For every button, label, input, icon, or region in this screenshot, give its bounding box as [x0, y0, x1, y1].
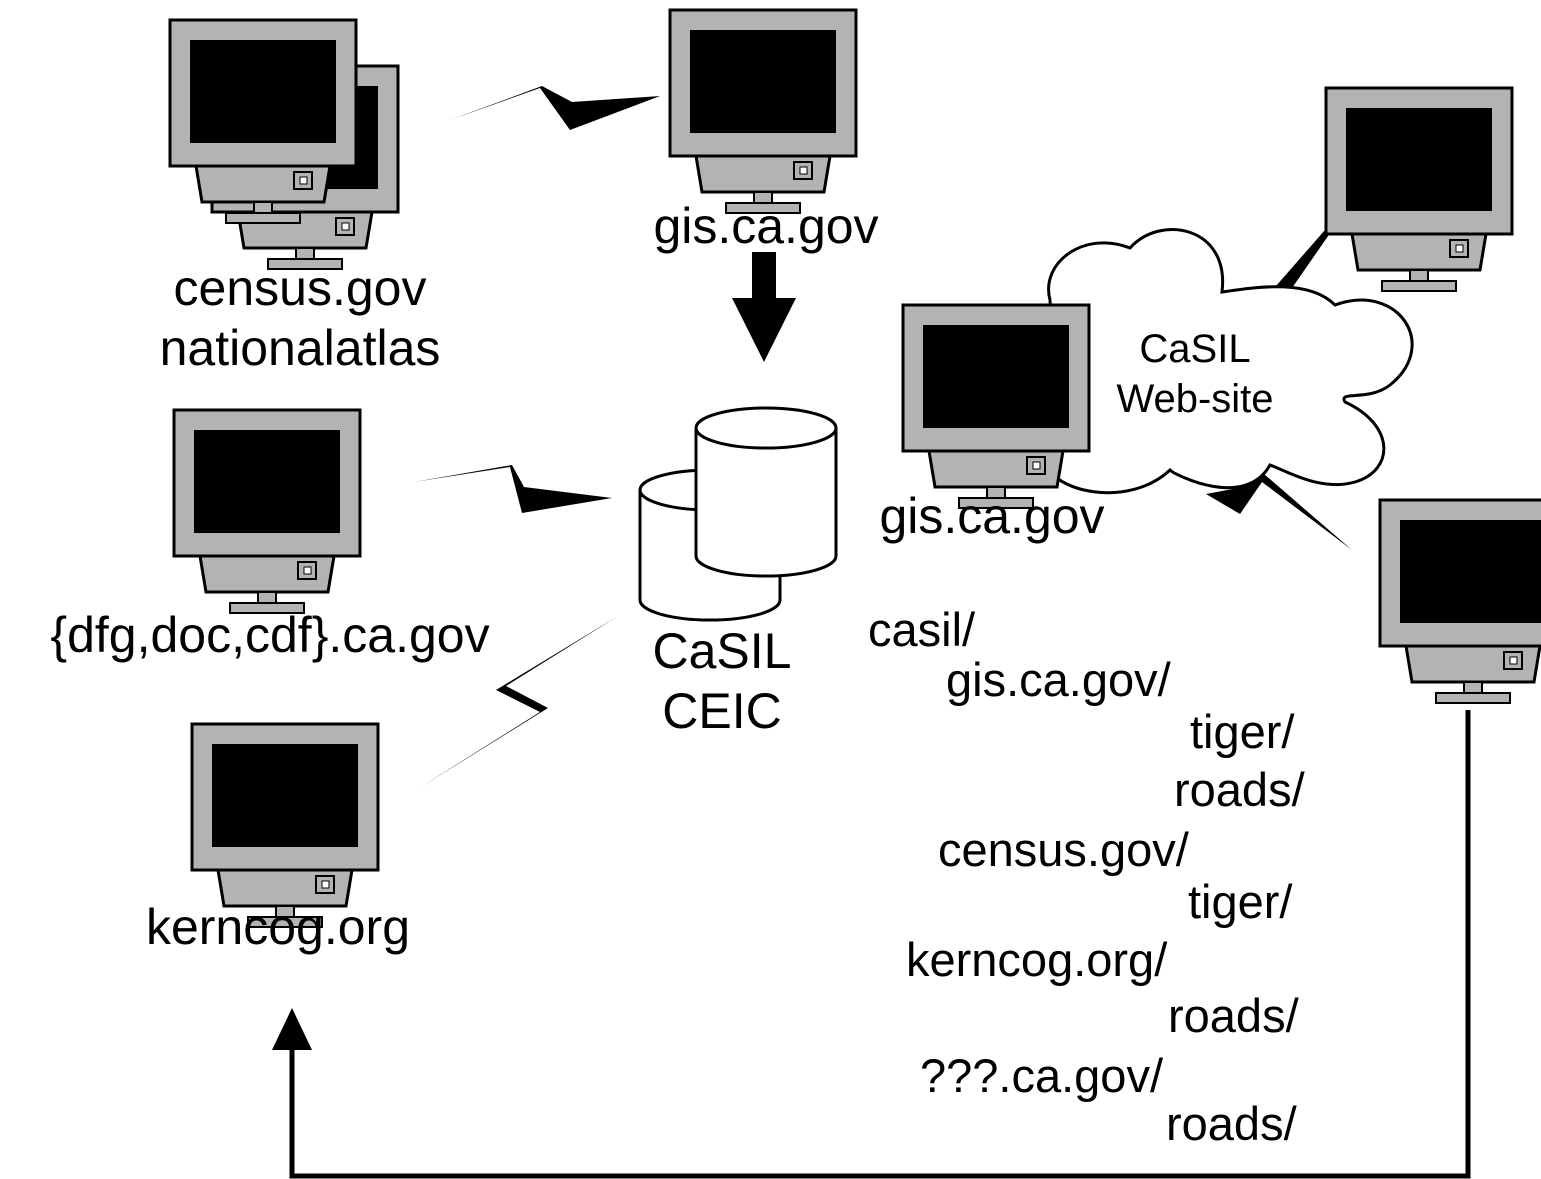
casil-label: CaSIL: [653, 623, 792, 679]
path-item: roads/: [1174, 763, 1306, 816]
path-tree: casil/ gis.ca.gov/ tiger/ roads/ census.…: [868, 603, 1306, 1150]
cloud-website-label: Web-site: [1116, 377, 1273, 421]
monitor-icon: [172, 408, 362, 615]
gis-top-label: gis.ca.gov: [653, 198, 878, 254]
lightning-link-icon: [1206, 474, 1352, 550]
path-item: census.gov/: [938, 823, 1190, 876]
path-item: tiger/: [1188, 875, 1293, 928]
nationalatlas-label: nationalatlas: [160, 320, 441, 376]
path-item: roads/: [1166, 1097, 1298, 1150]
arrow-icon: [272, 1008, 312, 1050]
path-item: gis.ca.gov/: [946, 653, 1172, 706]
path-item: tiger/: [1190, 705, 1295, 758]
monitor-icon: [190, 722, 380, 929]
census-label: census.gov: [174, 260, 427, 316]
return-link-line: [289, 710, 1471, 1179]
kerncog-label: kerncog.org: [146, 899, 410, 955]
monitor-icon: [1324, 86, 1514, 293]
arrow-icon: [732, 252, 796, 362]
database-icon: [638, 406, 838, 622]
path-item: casil/: [868, 603, 976, 656]
monitor-icon: [1378, 498, 1541, 705]
path-item: ???.ca.gov/: [920, 1049, 1164, 1102]
ceic-label: CEIC: [662, 683, 781, 739]
gis-mid-label: gis.ca.gov: [879, 488, 1104, 544]
path-item: roads/: [1168, 989, 1300, 1042]
monitor-icon: [668, 8, 858, 215]
path-item: kerncog.org/: [906, 933, 1168, 986]
lightning-link-icon: [450, 86, 660, 130]
cloud-casil-label: CaSIL: [1139, 327, 1250, 371]
dfg-label: {dfg,doc,cdf}.ca.gov: [50, 607, 489, 663]
lightning-link-icon: [414, 465, 612, 513]
